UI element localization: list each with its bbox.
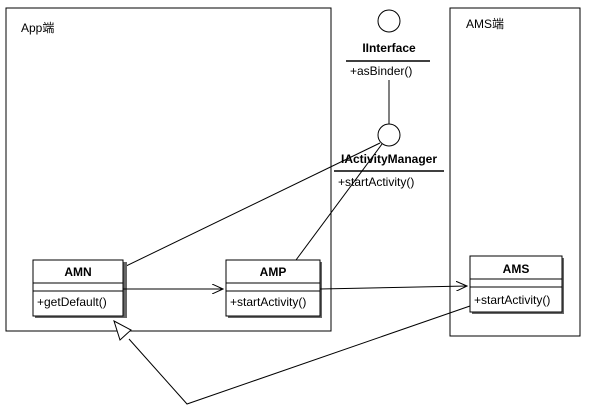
amn-class[interactable]: AMN +getDefault() — [32, 259, 127, 318]
ams-method: +startActivity() — [474, 293, 550, 307]
amn-to-iactivitymanager-line — [121, 142, 381, 269]
amn-method: +getDefault() — [37, 295, 107, 309]
amp-class[interactable]: AMP +startActivity() — [225, 259, 322, 318]
iactivitymanager-method: +startActivity() — [338, 175, 414, 189]
amp-method: +startActivity() — [230, 295, 306, 309]
iinterface-method: +asBinder() — [350, 64, 412, 78]
ams-class[interactable]: AMS +startActivity() — [469, 255, 564, 314]
iactivitymanager-interface[interactable]: IActivityManager +startActivity() — [334, 123, 444, 189]
iinterface-name: IInterface — [362, 41, 416, 55]
iactivitymanager-circle-icon — [377, 123, 401, 147]
ams-to-amn-inheritance-line — [128, 305, 471, 405]
amp-to-iactivitymanager-line — [295, 143, 383, 261]
iinterface-circle-icon — [377, 9, 401, 33]
amp-class-name: AMP — [260, 265, 287, 279]
iactivitymanager-name: IActivityManager — [341, 152, 437, 166]
ams-class-name: AMS — [503, 262, 530, 276]
iinterface-interface[interactable]: IInterface +asBinder() — [346, 9, 430, 78]
amn-class-name: AMN — [64, 265, 91, 279]
ams-package-label: AMS端 — [466, 17, 504, 31]
amp-to-ams-arrow — [319, 286, 467, 289]
app-package-label: App端 — [21, 21, 54, 35]
inheritance-triangle-icon — [113, 319, 132, 341]
